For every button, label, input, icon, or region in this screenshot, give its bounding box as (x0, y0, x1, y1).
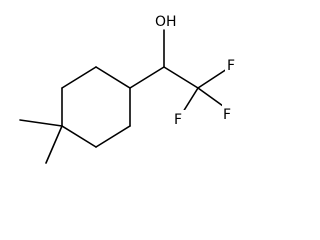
carbinol-to-cf3-bond (163, 66, 199, 89)
cf-bond (182, 87, 199, 113)
gem-dimethyl-group (19, 119, 63, 164)
chemical-structure: OH F F F (19, 9, 239, 164)
methyl-bond (45, 125, 63, 164)
hydroxyl-label: OH (155, 14, 177, 30)
label-mask (172, 110, 186, 128)
fluorine-label: F (227, 58, 235, 74)
ring-bond (95, 66, 131, 89)
ring-to-carbinol-bond (129, 66, 165, 89)
fluorine-label: F (174, 112, 182, 128)
label-mask (222, 104, 236, 122)
label-mask (155, 9, 177, 29)
cf-bond (197, 68, 228, 89)
ring-bond (61, 66, 97, 89)
label-mask (225, 56, 239, 74)
ring-bond (61, 125, 97, 148)
side-chain (129, 29, 228, 113)
methyl-bond (19, 119, 63, 127)
cyclohexane-ring (61, 66, 131, 148)
cf-bond (197, 87, 224, 107)
ring-bond (95, 125, 131, 148)
fluorine-label: F (223, 107, 231, 123)
